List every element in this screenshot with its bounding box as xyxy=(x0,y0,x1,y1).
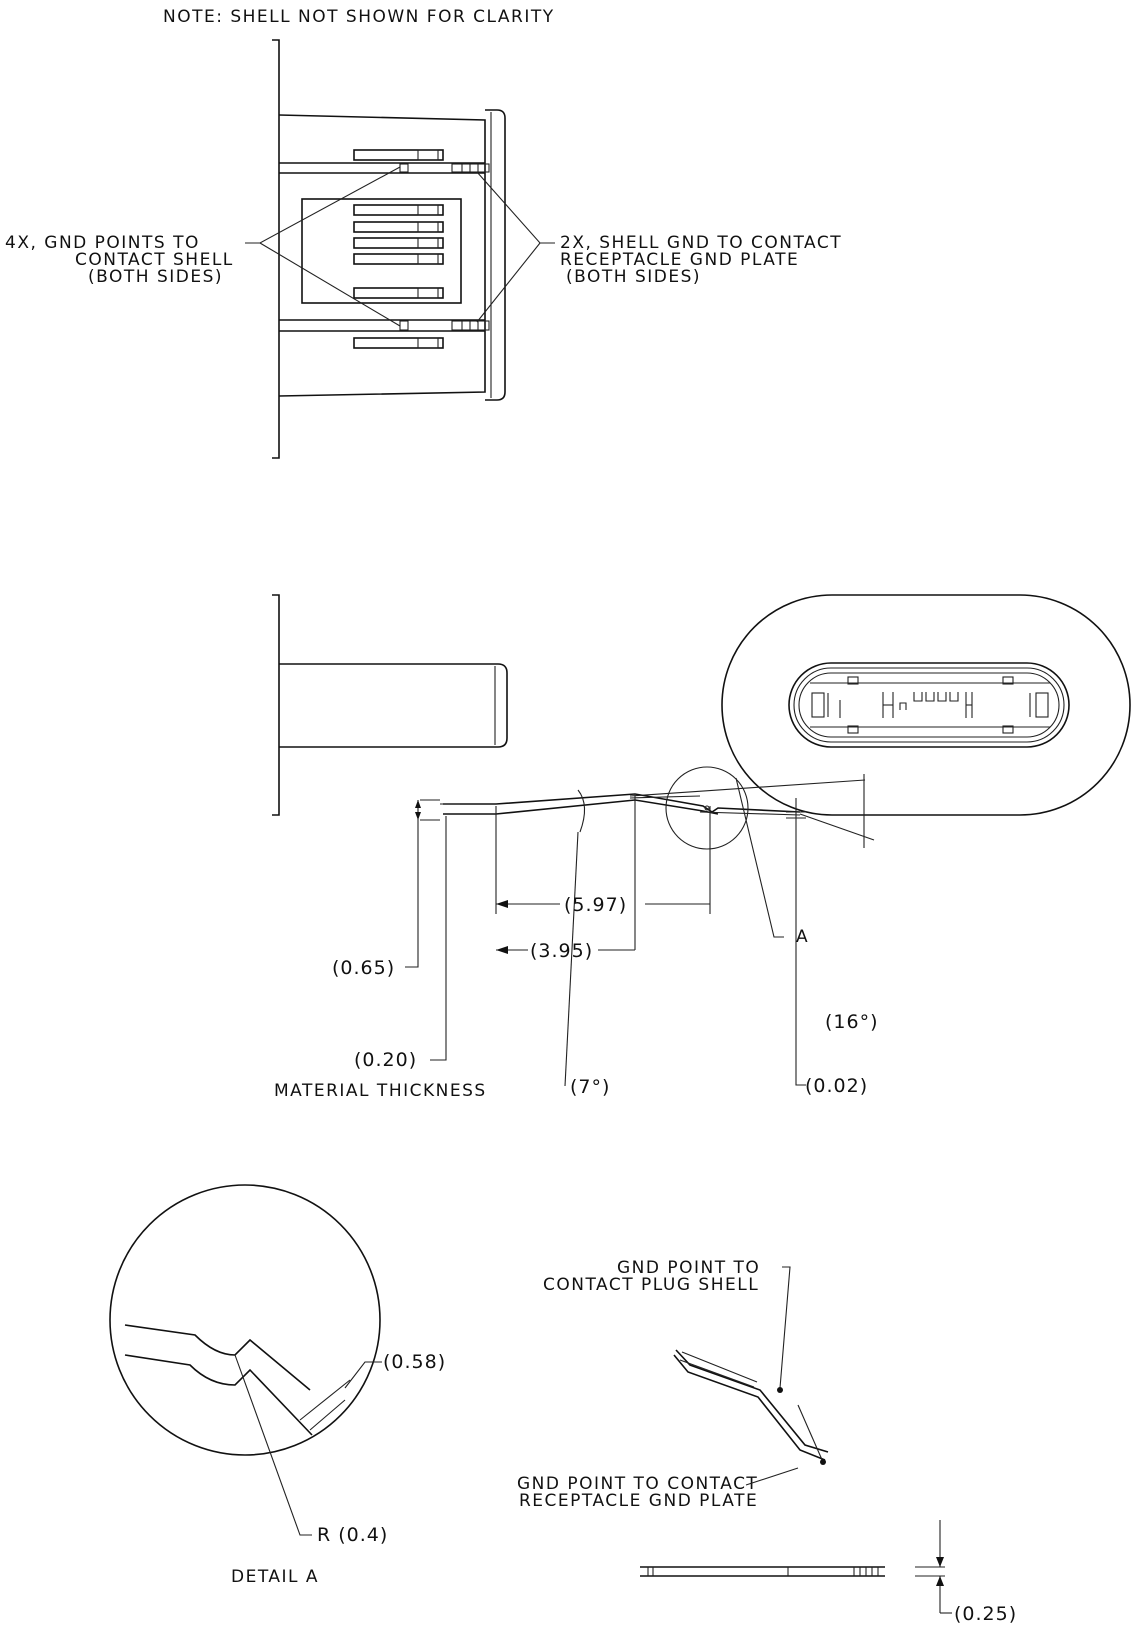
front-view xyxy=(721,594,1131,816)
side-view xyxy=(272,594,508,816)
dim-5-97: (5.97) xyxy=(564,894,627,916)
dim-0-02: (0.02) xyxy=(805,1075,868,1097)
iso-view: GND POINT TO CONTACT PLUG SHELL GND POIN… xyxy=(517,1258,829,1511)
note-text: NOTE: SHELL NOT SHOWN FOR CLARITY xyxy=(163,7,555,27)
radius-0-4: R (0.4) xyxy=(317,1524,388,1546)
callout-shell-gnd-line3: (BOTH SIDES) xyxy=(566,267,701,287)
detail-a-reference: A xyxy=(796,927,809,947)
profile-view: (5.97) (3.95) (0.65) (0.20) MATERIAL THI… xyxy=(274,766,879,1101)
contact-row xyxy=(353,149,444,349)
iso-callout-bottom-line2: RECEPTACLE GND PLATE xyxy=(519,1491,758,1511)
iso-callout-top-line1: GND POINT TO xyxy=(617,1258,760,1278)
top-view: 4X, GND POINTS TO CONTACT SHELL (BOTH SI… xyxy=(5,39,842,459)
iso-callout-top-line2: CONTACT PLUG SHELL xyxy=(543,1275,759,1295)
iso-callout-bottom-line1: GND POINT TO CONTACT xyxy=(517,1474,758,1494)
material-thickness-label: MATERIAL THICKNESS xyxy=(274,1081,487,1101)
callout-shell-gnd-line1: 2X, SHELL GND TO CONTACT xyxy=(560,233,842,253)
dim-0-20: (0.20) xyxy=(354,1049,417,1071)
dim-0-65: (0.65) xyxy=(332,957,395,979)
dim-3-95: (3.95) xyxy=(530,940,593,962)
bottom-view: (0.25) xyxy=(640,1520,1017,1625)
detail-a-title: DETAIL A xyxy=(231,1567,319,1587)
angle-16: (16°) xyxy=(825,1011,879,1033)
callout-gnd-points-line1: 4X, GND POINTS TO xyxy=(5,233,200,253)
callout-shell-gnd-line2: RECEPTACLE GND PLATE xyxy=(560,250,799,270)
dim-0-58: (0.58) xyxy=(383,1351,446,1373)
angle-7: (7°) xyxy=(570,1076,610,1098)
dim-0-25: (0.25) xyxy=(954,1603,1017,1625)
detail-a-view: (0.58) R (0.4) DETAIL A xyxy=(109,1184,446,1587)
callout-gnd-points-line2: CONTACT SHELL xyxy=(75,250,234,270)
callout-gnd-points-line3: (BOTH SIDES) xyxy=(88,267,223,287)
